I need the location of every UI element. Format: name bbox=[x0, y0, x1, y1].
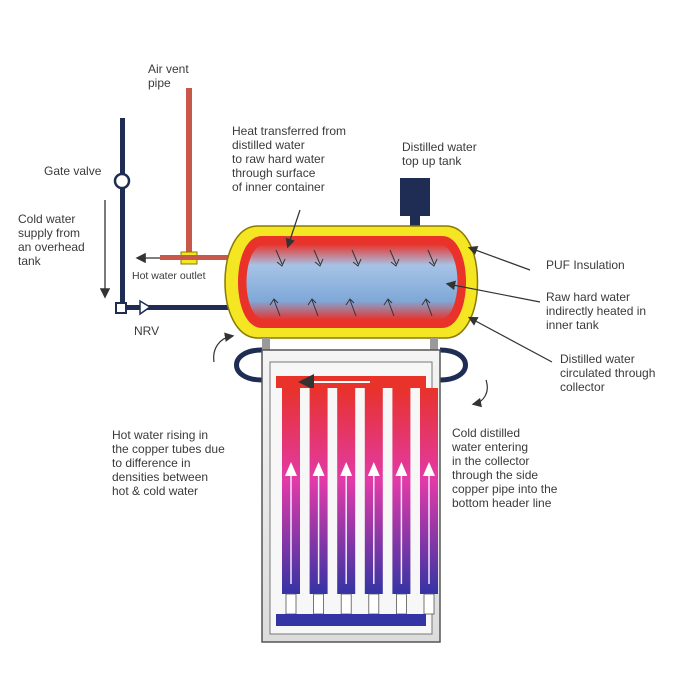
tube-up-arrow bbox=[340, 462, 353, 476]
tube-connector bbox=[285, 593, 297, 615]
label-air-vent-pipe: Air vent pipe bbox=[148, 62, 189, 90]
tube-up-arrow bbox=[312, 462, 325, 476]
heat-arrow-up bbox=[421, 298, 433, 317]
label-nrv: NRV bbox=[134, 324, 160, 338]
heat-transfer-arrows bbox=[269, 249, 438, 317]
tube-connector bbox=[313, 593, 325, 615]
label-raw-hard-water: Raw hard water indirectly heated in inne… bbox=[546, 290, 647, 332]
tube-up-arrow bbox=[395, 462, 408, 476]
heat-arrow-up bbox=[269, 298, 281, 317]
heat-arrow-down bbox=[275, 249, 286, 267]
heat-arrow-up bbox=[307, 298, 319, 317]
tube-up-arrow bbox=[423, 462, 435, 476]
gate-valve-icon bbox=[113, 172, 131, 190]
storage-tank bbox=[224, 225, 479, 339]
tube-up-arrow bbox=[367, 462, 380, 476]
tube-connector bbox=[368, 593, 380, 615]
distilled-circulated-pointer bbox=[467, 316, 553, 363]
bottom-header-pipe bbox=[276, 614, 426, 626]
label-gate-valve: Gate valve bbox=[44, 164, 102, 178]
heat-arrow-up bbox=[383, 298, 395, 317]
air-vent-pipe bbox=[180, 88, 198, 265]
tube-up-arrow bbox=[285, 462, 297, 476]
copper-tubes bbox=[282, 388, 438, 615]
label-distilled-circulated: Distilled water circulated through colle… bbox=[560, 352, 656, 394]
label-hot-water-outlet: Hot water outlet bbox=[132, 270, 206, 282]
heat-arrow-down bbox=[313, 249, 324, 267]
heat-arrow-down bbox=[389, 249, 400, 267]
label-heat-transferred: Heat transferred from distilled water to… bbox=[232, 124, 347, 194]
tube-connector bbox=[423, 593, 435, 615]
heat-transfer-pointer bbox=[285, 209, 301, 249]
inner-tank bbox=[246, 244, 458, 320]
puf-pointer bbox=[467, 245, 531, 271]
nrv-valve-icon bbox=[115, 302, 127, 314]
circulation-pipes bbox=[234, 347, 468, 383]
inlet-pipe bbox=[126, 299, 236, 316]
raw-water-pointer bbox=[445, 280, 541, 303]
cold-water-supply-pipe bbox=[120, 118, 125, 308]
label-puf-insulation: PUF Insulation bbox=[546, 258, 625, 272]
circulation-arrows bbox=[213, 332, 488, 408]
heat-arrow-up bbox=[345, 298, 357, 317]
heat-arrow-down bbox=[351, 249, 362, 267]
tube-connector bbox=[340, 593, 352, 615]
label-cold-water-supply: Cold water supply from an overhead tank bbox=[18, 212, 85, 268]
distilled-top-up-tank bbox=[400, 178, 430, 230]
heat-arrow-down bbox=[427, 249, 438, 267]
label-distilled-top-up: Distilled water top up tank bbox=[402, 140, 477, 168]
label-cold-distilled-entering: Cold distilled water entering in the col… bbox=[452, 426, 558, 510]
tank-supports bbox=[262, 338, 438, 352]
tube-connector bbox=[395, 593, 407, 615]
solar-collector bbox=[261, 349, 441, 643]
label-hot-water-rising: Hot water rising in the copper tubes due… bbox=[112, 428, 225, 498]
hot-water-outlet-pipe bbox=[160, 255, 236, 260]
